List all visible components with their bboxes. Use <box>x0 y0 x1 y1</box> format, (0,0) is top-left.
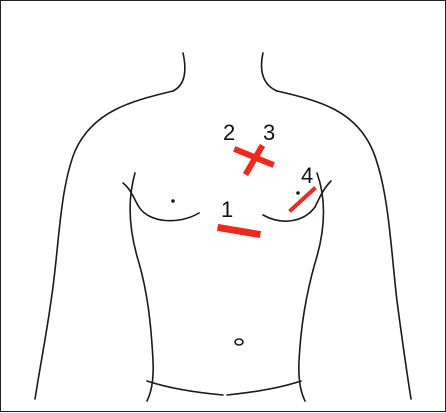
left-waist-line <box>147 381 223 395</box>
navel <box>235 339 243 345</box>
right-shoulder-line <box>277 91 411 399</box>
marker-1-label: 1 <box>221 197 233 222</box>
neck-right-line <box>262 53 277 91</box>
marker-1-bar <box>221 228 257 234</box>
marker-4-bar <box>291 189 314 210</box>
left-pec-line <box>123 183 199 221</box>
marker-4-label: 4 <box>301 163 313 188</box>
right-waist-line <box>227 381 301 395</box>
marker-group <box>221 148 314 234</box>
left-side-line <box>130 173 153 401</box>
neck-left-line <box>173 53 185 91</box>
marker-3-label: 3 <box>263 120 275 145</box>
left-nipple-dot <box>171 199 175 203</box>
marker-2-label: 2 <box>223 120 235 145</box>
right-nipple-dot <box>296 191 300 195</box>
right-side-line <box>299 173 324 401</box>
